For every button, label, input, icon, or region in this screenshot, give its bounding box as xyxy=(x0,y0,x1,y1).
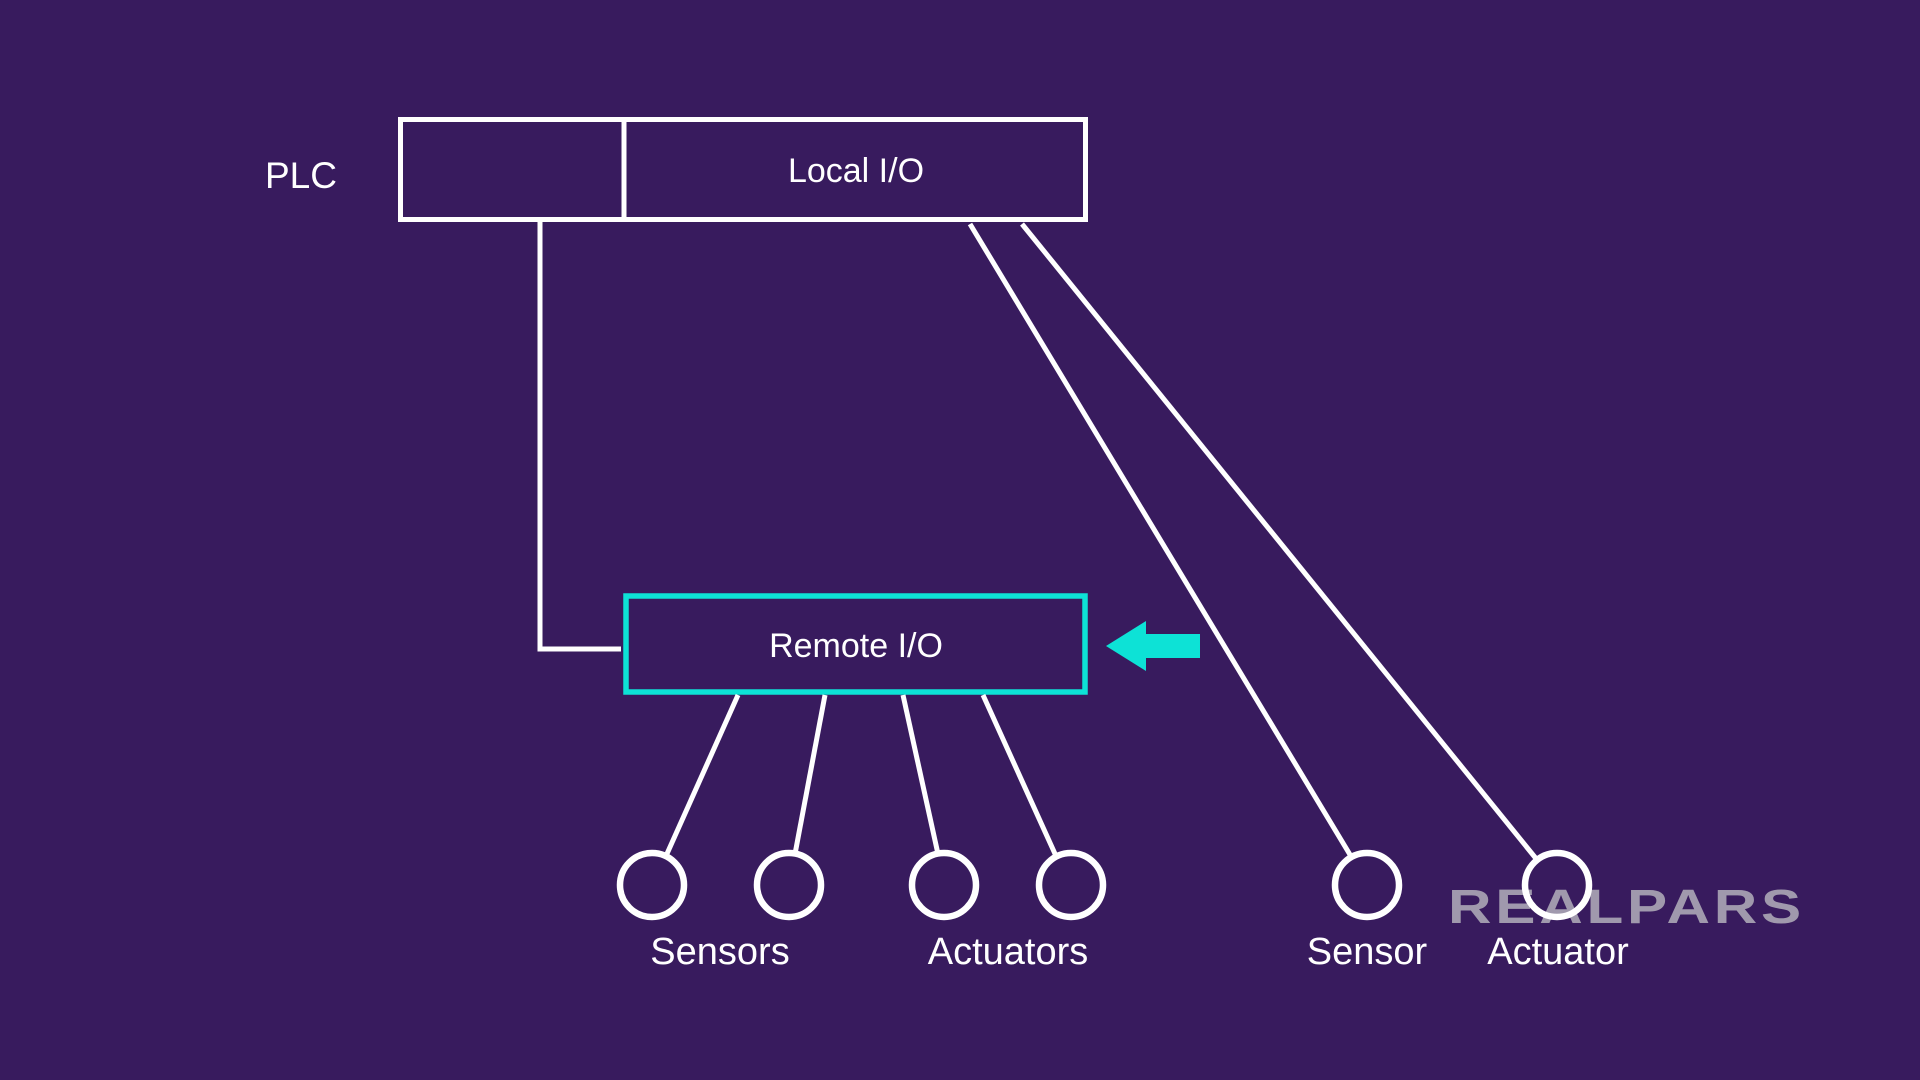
actuator-node-1 xyxy=(908,849,980,921)
sensors-label: Sensors xyxy=(650,931,789,973)
local-io-label: Local I/O xyxy=(788,152,924,190)
remote-io-label: Remote I/O xyxy=(769,627,943,665)
remote-sensor-node xyxy=(1331,849,1403,921)
plc-to-remote-connector xyxy=(537,222,621,652)
plc-box xyxy=(398,117,1088,222)
remote-io-line-actuator-2 xyxy=(980,693,1059,858)
arrow-left-icon xyxy=(1106,621,1200,671)
plc-label: PLC xyxy=(265,155,337,196)
actuator-node-2 xyxy=(1035,849,1107,921)
local-io-to-actuator-line xyxy=(1020,222,1540,863)
local-io-to-sensor-line xyxy=(967,222,1355,860)
remote-io-box xyxy=(623,593,1088,695)
sensor-node-2 xyxy=(753,849,825,921)
remote-actuator-label: Actuator xyxy=(1487,931,1629,973)
remote-io-line-sensor-1 xyxy=(663,693,741,858)
sensor-node-1 xyxy=(616,849,688,921)
remote-io-line-actuator-1 xyxy=(900,694,941,855)
remote-sensor-label: Sensor xyxy=(1307,931,1428,973)
remote-io-line-sensor-2 xyxy=(792,694,828,855)
remote-actuator-node xyxy=(1521,849,1593,921)
actuators-label: Actuators xyxy=(928,931,1089,973)
realpars-logo: REALPARS xyxy=(1448,881,1805,934)
